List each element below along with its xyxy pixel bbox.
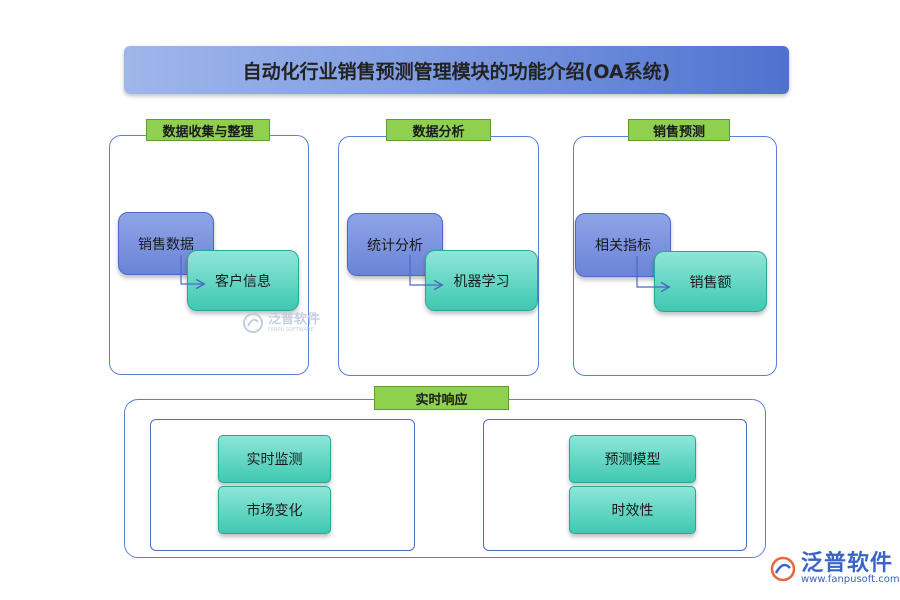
section-tag-data-collection: 数据收集与整理 — [146, 119, 270, 141]
brand-logo-icon — [770, 556, 796, 582]
node-machine-learning: 机器学习 — [425, 250, 538, 311]
section-tag-data-analysis: 数据分析 — [386, 119, 491, 141]
node-market-change: 市场变化 — [218, 486, 331, 534]
arrow-sales-data-to-customer-info — [180, 255, 203, 284]
page-title: 自动化行业销售预测管理模块的功能介绍(OA系统) — [124, 46, 789, 94]
watermark-text: 泛普软件 — [268, 312, 321, 327]
node-realtime-monitoring: 实时监测 — [218, 435, 331, 483]
arrow-stat-to-ml — [409, 255, 441, 285]
watermark-subtext: FANPU SOFTWARE — [268, 327, 314, 333]
watermark: 泛普软件 FANPU SOFTWARE — [242, 312, 320, 334]
section-tag-realtime: 实时响应 — [374, 386, 509, 410]
node-customer-info: 客户信息 — [187, 250, 299, 311]
node-related-indicators: 相关指标 — [575, 213, 671, 277]
watermark-logo-icon — [243, 313, 263, 333]
brand-name: 泛普软件 — [801, 551, 894, 576]
node-timeliness: 时效性 — [569, 486, 696, 534]
section-tag-sales-forecast: 销售预测 — [628, 119, 730, 141]
node-prediction-model: 预测模型 — [569, 435, 696, 483]
brand-url: www.fanpusoft.com — [801, 574, 900, 585]
arrow-indicators-to-sales — [636, 256, 668, 287]
node-sales-amount: 销售额 — [654, 251, 767, 312]
brand-logo: 泛普软件 www.fanpusoft.com — [770, 553, 900, 585]
